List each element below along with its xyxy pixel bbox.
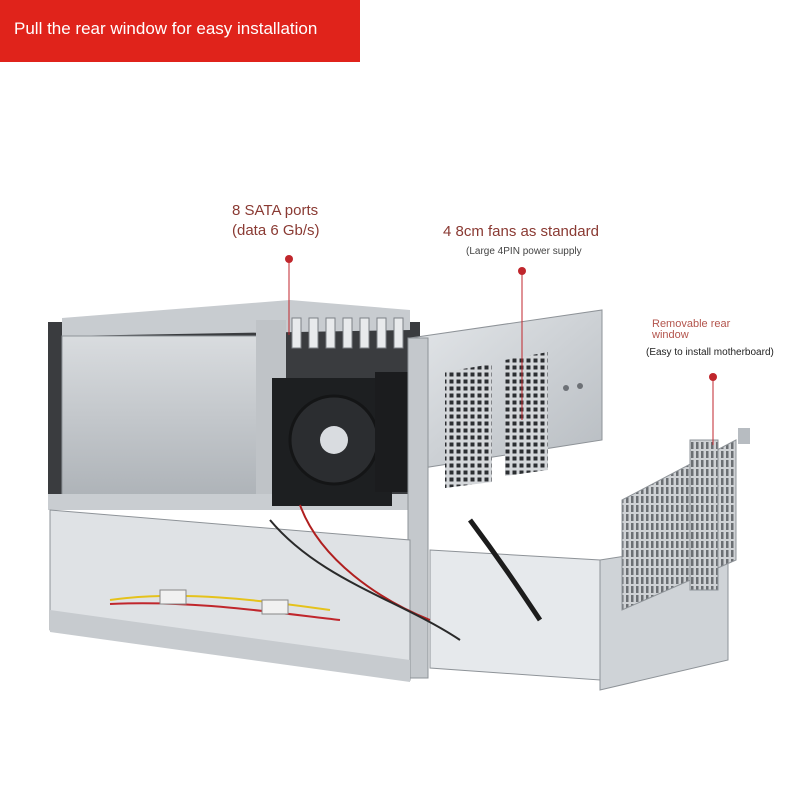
rear-window-callout-subtitle: (Easy to install motherboard) — [646, 347, 774, 358]
rear-window-marker — [709, 373, 717, 381]
fans — [272, 372, 415, 506]
fans-callout-subtitle: (Large 4PIN power supply — [466, 246, 582, 257]
divider-panel — [407, 309, 603, 679]
banner: Pull the rear window for easy installati… — [0, 0, 360, 62]
sata-callout: 8 SATA ports (data 6 Gb/s) — [232, 201, 320, 241]
fans-marker — [518, 267, 526, 275]
cables — [109, 504, 543, 641]
bottom-tray — [49, 509, 729, 691]
callout-lines — [288, 261, 714, 445]
rear-window-callout-line2: window — [652, 329, 689, 341]
banner-title: Pull the rear window for easy installati… — [14, 19, 318, 38]
sata-callout-line1: 8 SATA ports — [232, 202, 319, 219]
rear-window-callout: Removable rear window — [652, 319, 730, 341]
rear-window-callout-line1: Removable rear — [652, 318, 731, 330]
sata-marker — [285, 255, 293, 263]
sata-connectors — [291, 317, 404, 349]
sata-callout-line2: (data 6 Gb/s) — [232, 222, 320, 239]
rear-window — [621, 428, 750, 611]
fans-callout-title: 4 8cm fans as standard — [443, 223, 599, 240]
